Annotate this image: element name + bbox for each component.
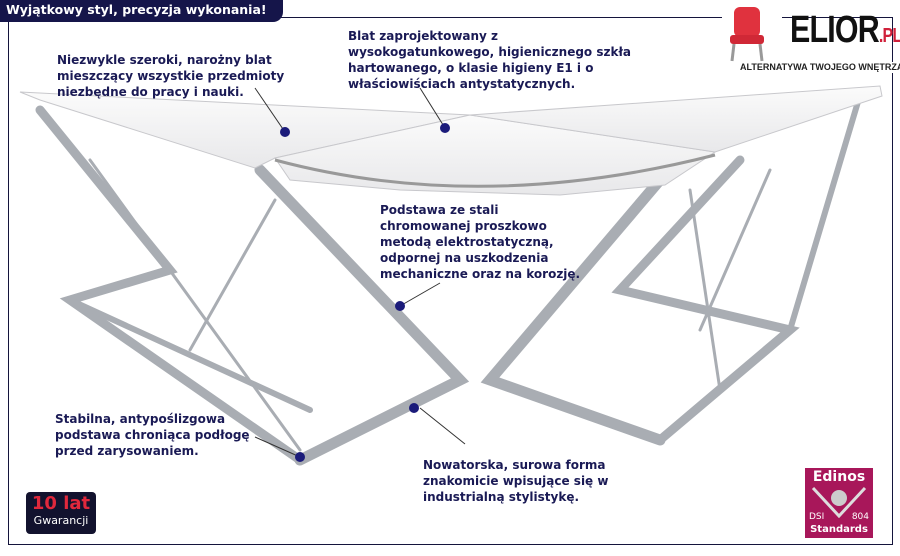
chair-icon bbox=[730, 7, 764, 62]
edinos-badge: Edinos DSI 804 Standards bbox=[805, 468, 873, 538]
annotation-dots bbox=[280, 123, 450, 462]
brand-name: ELIOR.PL bbox=[790, 9, 900, 51]
desk-top bbox=[19, 85, 883, 196]
annotation-leader-lines bbox=[254, 87, 466, 458]
desk-legs bbox=[35, 92, 863, 466]
brand-tagline: ALTERNATYWA TWOJEGO WNĘTRZA bbox=[738, 62, 900, 73]
warranty-badge: 10 lat Gwarancji bbox=[26, 492, 96, 534]
elior-logo bbox=[722, 4, 782, 62]
frame-border bbox=[8, 17, 893, 545]
edinos-emblem-icon bbox=[811, 486, 867, 518]
header-tagline: Wyjątkowy styl, precyzja wykonania! bbox=[0, 0, 283, 22]
